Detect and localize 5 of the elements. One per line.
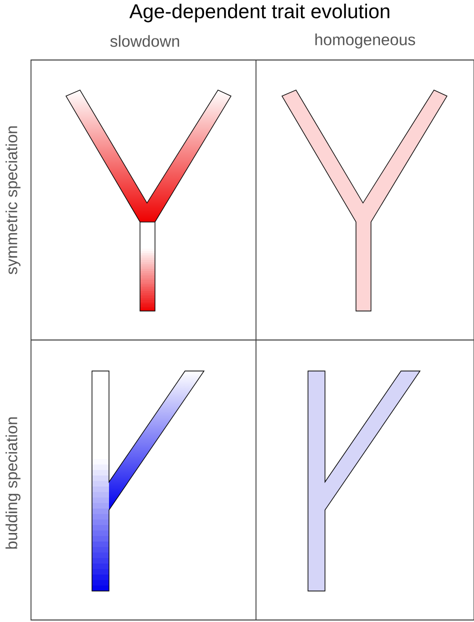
column-header: homogeneous xyxy=(315,34,416,48)
row-header: budding speciation xyxy=(6,417,20,549)
row-header: symmetric speciation xyxy=(6,126,20,274)
title: Age-dependent trait evolution xyxy=(129,4,390,22)
column-header: slowdown xyxy=(110,35,180,47)
